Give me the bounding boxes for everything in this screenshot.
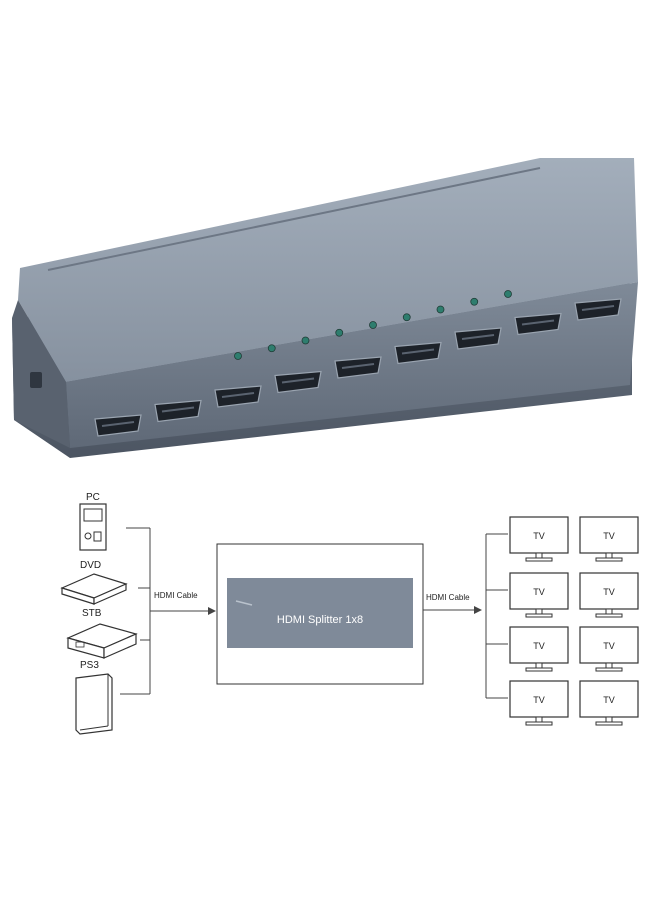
status-led-8 [470,297,479,306]
input-arrow-icon [208,607,216,615]
source-dvd: DVD [60,560,128,605]
source-pc: PC [79,492,107,551]
source-stb: STB [66,608,138,659]
hdmi-port-9 [574,298,622,321]
hdmi-port-3 [214,385,262,408]
hdmi-port-7 [454,327,502,350]
splitter-diagram: HDMI Splitter 1x8 [216,543,424,685]
hdmi-port-1 [94,414,142,437]
tv-display-2: TV [579,516,639,562]
source-label-pc: PC [86,492,100,503]
hdmi-splitter-device-photo [12,158,638,458]
source-label-ps3: PS3 [80,660,99,671]
game-console-icon [75,673,113,735]
output-connector-lines [485,533,508,699]
tv-label-7: TV [533,695,545,705]
device-top-ridge [47,167,541,271]
status-led-9 [504,290,512,298]
tv-label-2: TV [603,531,615,541]
tv-label-6: TV [603,641,615,651]
tv-display-7: TV [509,680,569,726]
status-led-3 [301,336,310,345]
display-grid: TV TV TV TV TV [509,516,639,726]
power-jack [30,372,42,388]
device-top-surface [18,158,638,382]
hdmi-port-4 [274,370,322,394]
tv-display-1: TV [509,516,569,562]
tv-display-8: TV [579,680,639,726]
source-label-stb: STB [82,608,102,619]
hdmi-port-8 [514,312,562,336]
source-label-dvd: DVD [80,560,101,571]
tv-label-8: TV [603,695,615,705]
connection-diagram: PC DVD STB PS3 [60,492,639,735]
hdmi-ports [94,298,622,437]
status-leds [234,290,512,360]
tv-label-1: TV [533,531,545,541]
status-led-6 [402,313,411,322]
output-arrow-icon [474,606,482,614]
tv-label-4: TV [603,587,615,597]
tv-display-3: TV [509,572,569,618]
status-led-7 [436,305,445,314]
device-body [12,158,638,458]
set-top-box-icon [66,623,138,659]
output-cable-label: HDMI Cable [426,593,470,602]
tv-label-3: TV [533,587,545,597]
hdmi-port-2 [154,399,202,423]
status-led-2 [267,344,276,353]
splitter-device-shape [227,578,413,648]
input-cable-label: HDMI Cable [154,591,198,600]
tv-display-4: TV [579,572,639,618]
hdmi-port-6 [394,341,442,365]
tv-display-5: TV [509,626,569,672]
status-led-5 [369,321,377,329]
source-ps3: PS3 [75,660,113,735]
tv-display-6: TV [579,626,639,672]
dvd-player-icon [60,573,128,605]
input-connector-lines [120,527,208,695]
tv-label-5: TV [533,641,545,651]
hdmi-port-5 [334,356,382,379]
status-led-1 [234,352,242,360]
pc-tower-icon [79,503,107,551]
status-led-4 [335,328,344,337]
splitter-label: HDMI Splitter 1x8 [277,614,363,626]
